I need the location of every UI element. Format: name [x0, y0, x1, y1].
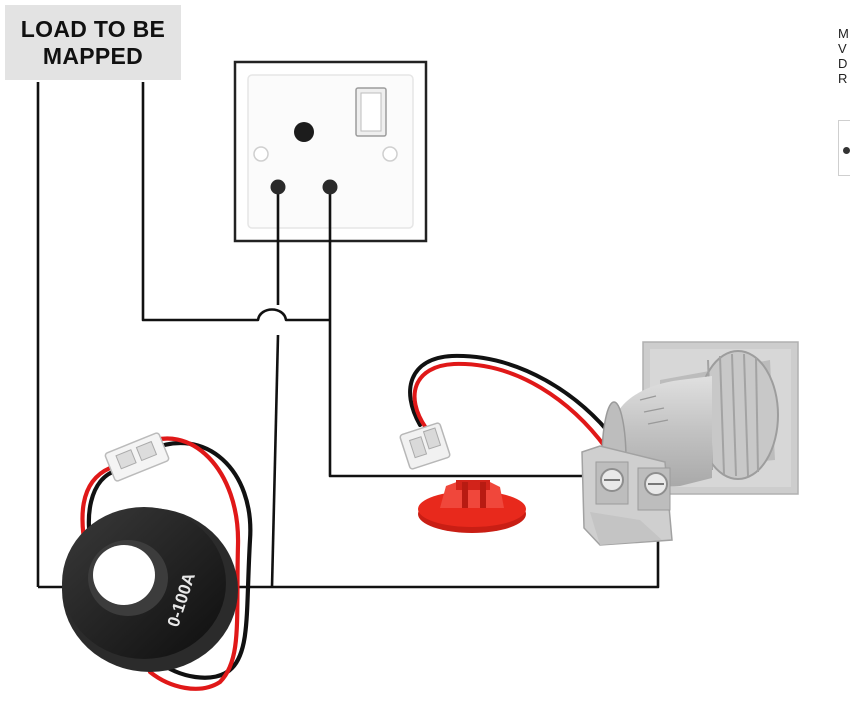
- red-mounting-nut: [418, 480, 526, 533]
- wall-socket: [233, 60, 428, 243]
- meter-leads: [408, 353, 617, 450]
- load-label-line-1: LOAD TO BE: [20, 15, 166, 42]
- screw-left: [253, 146, 269, 162]
- cropped-side-text: M V D R: [838, 26, 850, 86]
- side-text-line-1: M: [838, 26, 849, 41]
- socket-pin-neutral: [322, 179, 338, 195]
- load-label-line-2: MAPPED: [42, 42, 144, 69]
- cropped-side-thumbnail: [838, 120, 850, 176]
- side-text-line-4: R: [838, 71, 848, 86]
- ct-connector: [104, 432, 170, 482]
- side-text-line-2: V: [838, 41, 847, 56]
- load-label-box: LOAD TO BE MAPPED: [5, 5, 181, 80]
- panel-meter: [581, 341, 799, 546]
- current-transformer: 0-100A: [62, 507, 238, 672]
- earth-pin-hole: [294, 122, 314, 142]
- socket-pin-live: [270, 179, 286, 195]
- side-text-line-3: D: [838, 56, 848, 71]
- meter-connector: [399, 422, 451, 470]
- screw-right: [382, 146, 398, 162]
- thumbnail-dot-icon: [843, 147, 850, 154]
